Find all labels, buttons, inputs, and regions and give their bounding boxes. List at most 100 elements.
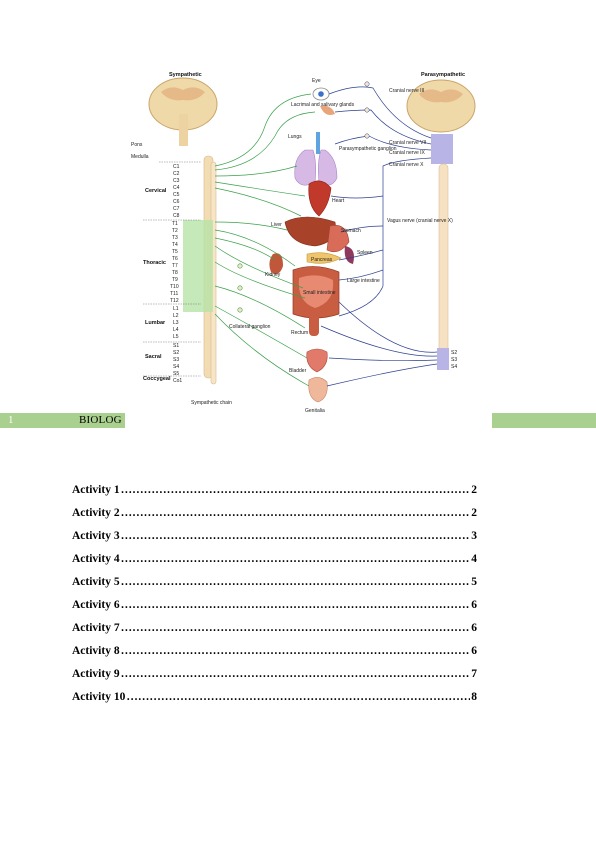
svg-text:S2: S2 (173, 350, 179, 356)
label-cranial-nerve-3: Cranial nerve III (389, 88, 424, 94)
label-liver: Liver (271, 222, 282, 228)
svg-text:C7: C7 (173, 206, 180, 212)
heart-icon (308, 180, 332, 217)
svg-text:C4: C4 (173, 185, 180, 191)
svg-text:T1: T1 (172, 221, 178, 227)
label-heart: Heart (332, 198, 345, 204)
svg-text:L2: L2 (173, 313, 179, 319)
svg-text:T2: T2 (172, 228, 178, 234)
label-coccygeal: Coccygeal (143, 376, 171, 382)
label-sympathetic: Sympathetic (169, 72, 202, 78)
label-pons: Pons (131, 142, 143, 148)
page-number: 1 (8, 414, 14, 426)
svg-text:L3: L3 (173, 320, 179, 326)
label-small-intestine: Small intestine (303, 290, 336, 296)
svg-text:T5: T5 (172, 249, 178, 255)
table-of-contents: Activity 12 Activity 22 Activity 33 Acti… (72, 484, 477, 714)
para-sacral-s2: S2 (451, 350, 457, 356)
coccygeal-segment-label: Co1 (173, 378, 182, 384)
svg-text:T6: T6 (172, 256, 178, 262)
svg-text:T12: T12 (170, 298, 179, 304)
label-large-intestine: Large intestine (347, 278, 380, 284)
label-parasympathetic: Parasympathetic (421, 72, 465, 78)
label-rectum: Rectum (291, 330, 308, 336)
toc-entry[interactable]: Activity 22 (72, 507, 477, 530)
sympathetic-nerves (214, 93, 316, 387)
svg-text:S3: S3 (173, 357, 179, 363)
toc-entry[interactable]: Activity 33 (72, 530, 477, 553)
svg-text:S5: S5 (173, 371, 179, 377)
label-cranial-nerve-7: Cranial nerve VII (389, 140, 426, 146)
autonomic-nervous-system-figure: Sympathetic Parasympathetic Pons Medulla… (125, 66, 491, 418)
para-sacral-s3: S3 (451, 357, 457, 363)
label-eye: Eye (312, 78, 321, 84)
label-collateral-ganglion: Collateral ganglion (229, 324, 271, 330)
label-lungs: Lungs (288, 134, 302, 140)
para-sacral-s4: S4 (451, 364, 457, 370)
toc-entry[interactable]: Activity 55 (72, 576, 477, 599)
toc-entry[interactable]: Activity 108 (72, 691, 477, 714)
header-band: 1 BIOLOG (0, 413, 125, 428)
toc-entry[interactable]: Activity 66 (72, 599, 477, 622)
bladder-icon (306, 348, 328, 373)
svg-text:S4: S4 (173, 364, 179, 370)
label-genitalia: Genitalia (305, 408, 325, 414)
toc-entry[interactable]: Activity 86 (72, 645, 477, 668)
lung-left (294, 149, 316, 186)
thoracic-segment-labels: T1 T2 T3 T4 T5 T6 T7 T8 T9 T10 T11 T12 (170, 221, 179, 304)
svg-text:C3: C3 (173, 178, 180, 184)
spleen-icon (344, 246, 354, 264)
collateral-ganglion-3 (237, 307, 243, 313)
genitalia-icon (308, 377, 328, 403)
label-cranial-nerve-9: Cranial nerve IX (389, 150, 426, 156)
svg-text:T7: T7 (172, 263, 178, 269)
lumbar-segment-labels: L1 L2 L3 L4 L5 (173, 306, 179, 340)
svg-text:C8: C8 (173, 213, 180, 219)
svg-text:T4: T4 (172, 242, 178, 248)
svg-text:C5: C5 (173, 192, 180, 198)
svg-text:T3: T3 (172, 235, 178, 241)
svg-text:T8: T8 (172, 270, 178, 276)
label-cervical: Cervical (145, 188, 167, 194)
sympathetic-brain (148, 77, 218, 146)
label-thoracic: Thoracic (143, 260, 166, 266)
small-intestine-icon (298, 275, 334, 308)
header-band-right (492, 413, 596, 428)
cervical-segment-labels: C1 C2 C3 C4 C5 C6 C7 C8 (173, 164, 180, 219)
svg-text:L4: L4 (173, 327, 179, 333)
svg-text:S1: S1 (173, 343, 179, 349)
label-parasympathetic-ganglion: Parasympathetic ganglion (339, 146, 397, 152)
toc-entry[interactable]: Activity 44 (72, 553, 477, 576)
lung-right (318, 149, 338, 186)
toc-entry[interactable]: Activity 12 (72, 484, 477, 507)
header-title: BIOLOG (79, 414, 122, 426)
toc-entry[interactable]: Activity 97 (72, 668, 477, 691)
stomach-icon (326, 225, 350, 253)
label-cranial-nerve-10: Cranial nerve X (389, 162, 424, 168)
collateral-ganglion-1 (237, 263, 243, 269)
svg-text:C1: C1 (173, 164, 180, 170)
label-lacrimal: Lacrimal and salivary glands (291, 102, 355, 108)
label-lumbar: Lumbar (145, 320, 166, 326)
organs (269, 87, 354, 403)
svg-text:C2: C2 (173, 171, 180, 177)
label-bladder: Bladder (289, 368, 307, 374)
pancreas-icon (306, 252, 342, 264)
label-spleen: Spleen (357, 250, 373, 256)
label-stomach: Stomach (341, 228, 361, 234)
parasympathetic-nerves (320, 86, 438, 387)
ans-diagram: Sympathetic Parasympathetic Pons Medulla… (131, 72, 476, 414)
svg-text:T11: T11 (170, 291, 178, 297)
label-vagus-nerve: Vagus nerve (cranial nerve X) (387, 218, 453, 224)
parasympathetic-brain (406, 79, 476, 164)
svg-text:L1: L1 (173, 306, 179, 312)
svg-text:T10: T10 (170, 284, 179, 290)
sacral-segment-labels: S1 S2 S3 S4 S5 (173, 343, 179, 377)
label-medulla: Medulla (131, 154, 149, 160)
parasympathetic-spinal-cord (438, 163, 449, 370)
rectum-icon (309, 314, 319, 336)
label-sympathetic-chain: Sympathetic chain (191, 400, 232, 406)
label-pancreas: Pancreas (311, 257, 333, 263)
label-kidney: Kidney (265, 272, 281, 278)
toc-entry[interactable]: Activity 76 (72, 622, 477, 645)
